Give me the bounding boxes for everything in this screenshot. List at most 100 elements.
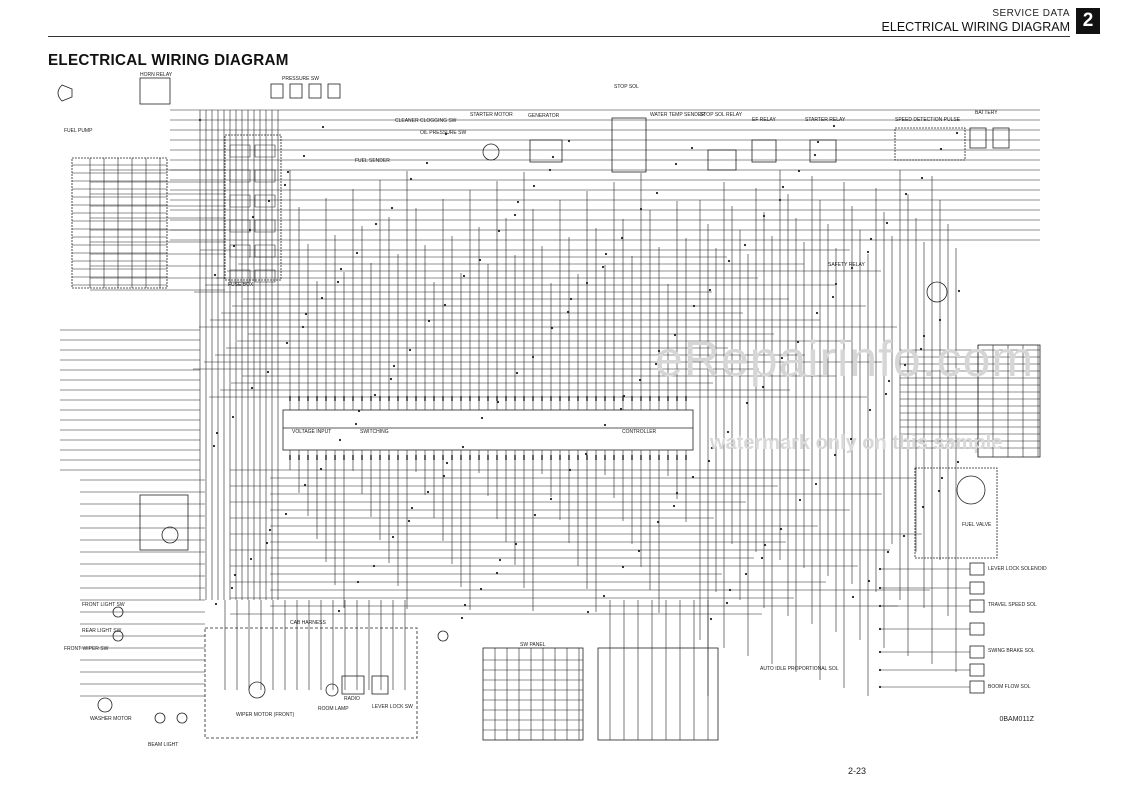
label-speed-sensor: SPEED DETECTION PULSE xyxy=(895,117,961,123)
junction-dot xyxy=(796,340,800,344)
junction-dot xyxy=(426,490,430,494)
junction-dot xyxy=(708,288,712,292)
junction-dot xyxy=(778,198,782,202)
junction-dot xyxy=(497,229,501,233)
junction-dot xyxy=(691,475,695,479)
rear-light-icon xyxy=(112,630,124,642)
junction-dot xyxy=(212,444,216,448)
terminal-mark xyxy=(451,455,453,460)
junction-dot xyxy=(267,199,271,203)
junction-dot xyxy=(550,326,554,330)
wiper-block xyxy=(139,494,189,551)
terminal-mark xyxy=(325,396,327,401)
label-water-temp: WATER TEMP SENDER xyxy=(650,112,705,118)
beam-light-2 xyxy=(176,712,188,724)
label-rear-light: REAR LIGHT SW xyxy=(82,628,122,634)
solenoid-2 xyxy=(969,581,985,595)
junction-dot xyxy=(268,528,272,532)
junction-dot xyxy=(922,334,926,338)
terminal-mark xyxy=(541,396,543,401)
figure-code: 0BAM011Z xyxy=(999,716,1035,723)
label-battery: BATTERY xyxy=(975,110,998,116)
junction-dot xyxy=(781,185,785,189)
junction-dot xyxy=(302,154,306,158)
junction-dot xyxy=(885,221,889,225)
terminal-mark xyxy=(343,455,345,460)
junction-dot xyxy=(372,564,376,568)
junction-dot xyxy=(602,594,606,598)
junction-dot xyxy=(232,244,236,248)
junction-dot xyxy=(655,191,659,195)
junction-dot xyxy=(760,556,764,560)
label-safety-relay: SAFETY RELAY xyxy=(828,262,865,268)
label-oil-pressure: OIL PRESSURE SW xyxy=(420,130,467,136)
terminal-mark xyxy=(442,396,444,401)
junction-dot xyxy=(878,627,882,631)
wire xyxy=(229,144,251,158)
junction-dot xyxy=(373,393,377,397)
junction-dot xyxy=(584,452,588,456)
terminal-marks xyxy=(198,118,961,689)
terminal-mark xyxy=(352,396,354,401)
label-swing-brake: SWING BRAKE SOL xyxy=(988,648,1035,654)
header-section: SERVICE DATA xyxy=(992,8,1070,19)
junction-dot xyxy=(904,192,908,196)
junction-dot xyxy=(283,183,287,187)
junction-dot xyxy=(725,601,729,605)
junction-dot xyxy=(215,431,219,435)
junction-dot xyxy=(496,400,500,404)
junction-dot xyxy=(442,474,446,478)
starter-relay-box xyxy=(809,139,837,163)
label-stop-sol-relay: STOP SOL RELAY xyxy=(700,112,743,118)
beam-light-1 xyxy=(154,712,166,724)
terminal-mark xyxy=(532,396,534,401)
label-switching: SWITCHING xyxy=(360,429,389,435)
solenoid-5 xyxy=(969,645,985,659)
stop-sol-box xyxy=(611,117,647,173)
junction-dot xyxy=(337,609,341,613)
terminal-mark xyxy=(496,455,498,460)
terminal-mark xyxy=(541,455,543,460)
wire xyxy=(229,244,251,258)
junction-dot xyxy=(621,565,625,569)
junction-dot xyxy=(304,312,308,316)
junction-dot xyxy=(389,377,393,381)
fuse-box-block xyxy=(71,157,168,289)
junction-dot xyxy=(673,333,677,337)
junction-dot xyxy=(745,401,749,405)
junction-dot xyxy=(480,416,484,420)
terminal-mark xyxy=(559,455,561,460)
terminal-mark xyxy=(298,455,300,460)
terminal-mark xyxy=(568,396,570,401)
terminal-mark xyxy=(361,396,363,401)
junction-dot xyxy=(566,310,570,314)
wire-group xyxy=(60,109,1040,740)
relay-block xyxy=(224,134,282,281)
junction-dot xyxy=(461,445,465,449)
junction-dot xyxy=(249,557,253,561)
junction-dot xyxy=(797,169,801,173)
junction-dot xyxy=(940,476,944,480)
wiper-motor-icon xyxy=(248,681,266,699)
terminal-mark xyxy=(460,396,462,401)
junction-dot xyxy=(919,347,923,351)
junction-dot xyxy=(726,430,730,434)
junction-dot xyxy=(392,364,396,368)
junction-dot xyxy=(339,267,343,271)
junction-dot xyxy=(675,491,679,495)
junction-dot xyxy=(884,392,888,396)
junction-dot xyxy=(515,371,519,375)
wire xyxy=(254,194,276,208)
terminal-mark xyxy=(586,455,588,460)
label-controller: CONTROLLER xyxy=(622,429,657,435)
horn-relay-box xyxy=(139,77,171,105)
label-front-wiper: FRONT WIPER SW xyxy=(64,646,109,652)
terminal-mark xyxy=(397,455,399,460)
terminal-mark xyxy=(586,396,588,401)
junction-dot xyxy=(320,296,324,300)
junction-dot xyxy=(336,280,340,284)
terminal-mark xyxy=(568,455,570,460)
junction-dot xyxy=(604,252,608,256)
label-beam-light: BEAM LIGHT xyxy=(148,742,179,748)
